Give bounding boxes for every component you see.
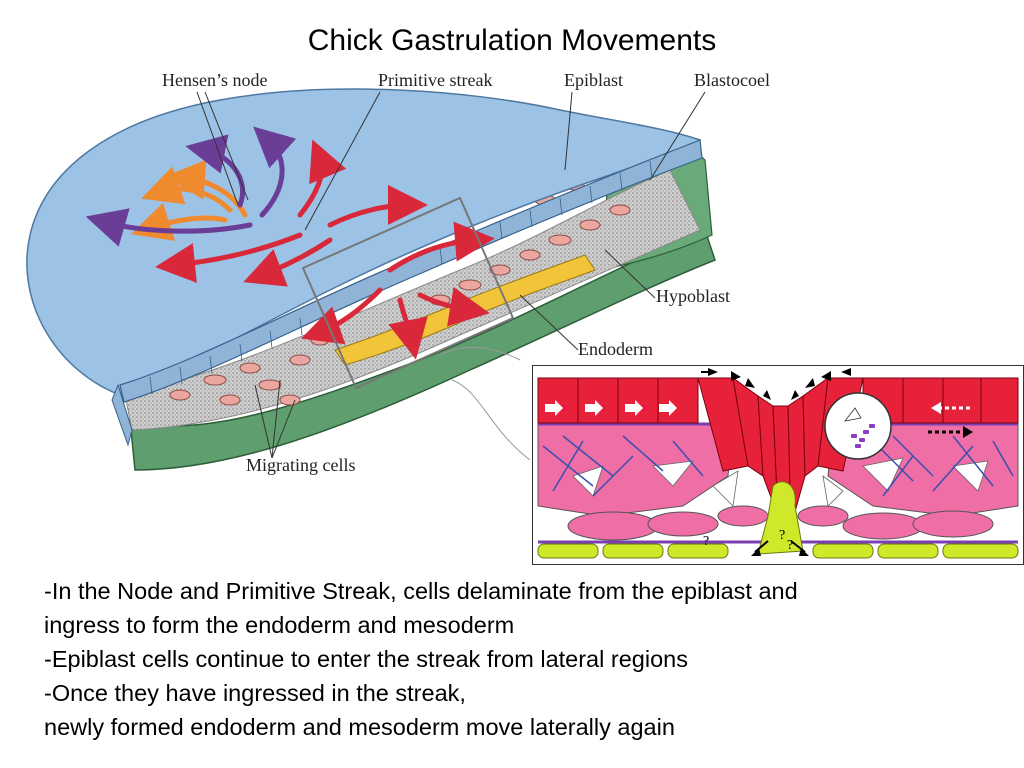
purple-arrow: [85, 208, 253, 247]
label-endoderm: Endoderm: [578, 339, 653, 359]
bullet-line: -In the Node and Primitive Streak, cells…: [44, 578, 798, 604]
streak-cross-section-inset: ? ? ?: [532, 365, 1024, 565]
red-arrow: [297, 139, 347, 218]
red-arrow: [301, 287, 383, 345]
movement-arrows: [85, 126, 495, 360]
bullet-line: -Once they have ingressed in the streak,: [44, 680, 466, 706]
red-arrow: [387, 221, 495, 273]
red-arrow: [243, 237, 333, 287]
epiblast-left-edge: [111, 383, 133, 447]
orange-arrow: [130, 202, 228, 241]
label-blastocoel: Blastocoel: [694, 70, 770, 90]
label-hensens-node: Hensen’s node: [162, 70, 268, 90]
bullet-line: newly formed endoderm and mesoderm move …: [44, 714, 675, 740]
purple-arrow: [253, 126, 297, 218]
bullet-line: -Epiblast cells continue to enter the st…: [44, 646, 688, 672]
bullet-line: ingress to form the endoderm and mesoder…: [44, 612, 515, 638]
label-epiblast: Epiblast: [564, 70, 623, 90]
streak-zoom-box: [301, 196, 515, 390]
orange-arrow: [165, 159, 248, 218]
red-arrow: [417, 286, 490, 327]
question-mark: ?: [703, 534, 710, 549]
question-mark: ?: [787, 538, 794, 553]
red-arrow: [388, 297, 428, 360]
description-text: -In the Node and Primitive Streak, cells…: [44, 574, 1004, 744]
page-title: Chick Gastrulation Movements: [307, 24, 717, 57]
red-arrow: [155, 232, 303, 283]
label-hypoblast: Hypoblast: [656, 286, 730, 306]
red-arrow: [327, 185, 428, 228]
label-primitive-streak: Primitive streak: [378, 70, 493, 90]
inset-diagram: [537, 368, 1019, 559]
question-mark: ?: [779, 528, 786, 543]
zoom-callout: [439, 346, 531, 461]
hypoblast-layer: [129, 229, 716, 471]
leader-lines: [196, 91, 706, 459]
label-migrating-cells: Migrating cells: [246, 455, 356, 475]
